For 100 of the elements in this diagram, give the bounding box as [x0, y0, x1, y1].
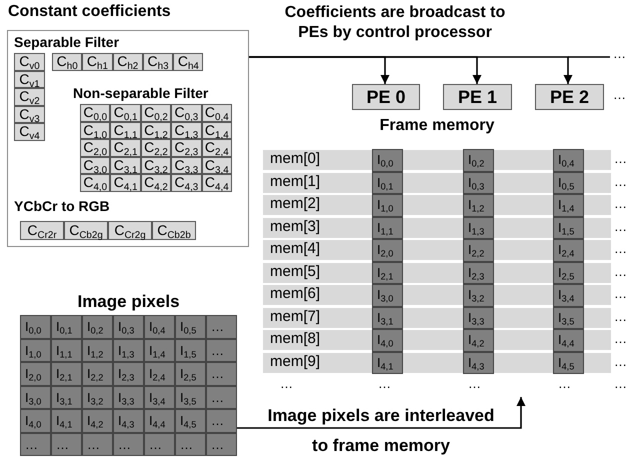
coefficient-cell: C$_{0,4}$	[202, 104, 232, 122]
coefficient-cell: C$_{0,2}$	[140, 104, 172, 122]
pixel-cell: I$_{2,1}$	[51, 362, 82, 386]
pixel-cell: …	[144, 432, 175, 456]
pixel-cell: I$_{1,2}$	[82, 338, 113, 362]
memory-address: mem[2]	[270, 195, 322, 214]
coefficient-cell: C$_{3,3}$	[171, 156, 202, 174]
pixel-cell: I$_{4,0}$	[372, 329, 403, 352]
pixel-cell: I$_{1,4}$	[144, 338, 175, 362]
table-heading: Frame memory	[378, 116, 496, 135]
pixel-cell: I$_{4,3}$	[463, 352, 494, 374]
coefficient-cell: C$_{h2}$	[112, 53, 143, 71]
continuation-dots: …	[558, 376, 572, 393]
continuation-dots: …	[614, 195, 628, 213]
processing-element-box: PE 0	[352, 84, 420, 110]
continuation-dots: …	[614, 172, 628, 190]
pixel-cell: I$_{0,3}$	[463, 172, 494, 194]
continuation-dots: …	[614, 218, 628, 236]
pixel-cell: …	[206, 362, 237, 386]
continuation-dots: …	[614, 262, 628, 280]
section-heading: YCbCr to RGB	[14, 198, 110, 215]
pixel-cell: I$_{1,5}$	[175, 338, 206, 362]
pixel-cell: I$_{0,5}$	[553, 172, 584, 194]
section-heading: Separable Filter	[14, 34, 120, 51]
processing-element-box: PE 1	[443, 84, 512, 110]
coefficient-cell: C$_{3,0}$	[80, 156, 110, 174]
pixel-cell: I$_{0,2}$	[82, 315, 113, 338]
pixel-cell: I$_{1,4}$	[553, 194, 584, 216]
pixel-cell: I$_{0,0}$	[372, 149, 403, 172]
coefficient-cell: C$_{3,1}$	[110, 156, 141, 174]
pixel-cell: …	[175, 432, 206, 456]
continuation-dots: …	[613, 46, 627, 63]
memory-address: mem[8]	[270, 330, 322, 349]
pixel-cell: …	[20, 432, 51, 456]
pixel-cell: I$_{1,1}$	[51, 338, 82, 362]
memory-address: mem[6]	[270, 285, 322, 304]
coefficient-cell: C$_{Cb2b}$	[152, 221, 196, 240]
pixel-cell: I$_{2,1}$	[372, 262, 403, 284]
continuation-dots: …	[378, 376, 392, 393]
coefficient-cell: C$_{v2}$	[14, 88, 45, 106]
pixel-cell: I$_{1,0}$	[372, 194, 403, 216]
continuation-dots: …	[614, 308, 628, 326]
pixel-cell: I$_{2,3}$	[463, 262, 494, 284]
pixel-cell: I$_{4,4}$	[144, 409, 175, 432]
pixel-cell: I$_{3,1}$	[372, 306, 403, 329]
pixel-cell: …	[51, 432, 82, 456]
memory-address: mem[7]	[270, 308, 322, 326]
pixel-cell: I$_{4,1}$	[51, 409, 82, 432]
continuation-dots: …	[614, 376, 628, 393]
coefficient-cell: C$_{4,3}$	[171, 174, 202, 192]
continuation-dots: …	[614, 240, 628, 258]
memory-address: mem[3]	[270, 218, 322, 236]
coefficient-cell: C$_{1,0}$	[80, 122, 110, 140]
coefficient-cell: C$_{2,0}$	[80, 139, 110, 157]
coefficient-cell: C$_{Cr2g}$	[108, 221, 152, 240]
pixel-cell: I$_{3,3}$	[113, 386, 144, 409]
pixel-cell: I$_{3,5}$	[553, 306, 584, 329]
coefficient-cell: C$_{4,2}$	[140, 174, 172, 192]
continuation-dots: …	[280, 376, 294, 393]
pixel-cell: I$_{0,3}$	[113, 315, 144, 338]
pixel-cell: I$_{4,5}$	[175, 409, 206, 432]
grid-heading: Image pixels	[76, 291, 181, 312]
pixel-cell: …	[206, 315, 237, 338]
pixel-cell: I$_{2,0}$	[372, 239, 403, 262]
coefficient-cell: C$_{2,4}$	[202, 139, 232, 157]
pixel-cell: I$_{0,2}$	[463, 149, 494, 172]
coefficient-cell: C$_{h0}$	[52, 53, 82, 71]
memory-address: mem[1]	[270, 172, 322, 192]
pixel-cell: I$_{0,1}$	[51, 315, 82, 338]
coefficient-cell: C$_{v3}$	[14, 106, 45, 124]
coefficient-cell: C$_{2,2}$	[140, 139, 172, 157]
coefficient-cell: C$_{4,4}$	[202, 174, 232, 192]
memory-address: mem[4]	[270, 240, 322, 259]
processing-element-box: PE 2	[535, 84, 604, 110]
continuation-dots: …	[614, 285, 628, 303]
section-heading: Non-separable Filter	[73, 85, 208, 102]
coefficient-cell: C$_{0,0}$	[80, 104, 110, 122]
pixel-cell: I$_{1,3}$	[113, 338, 144, 362]
coefficient-cell: C$_{0,3}$	[171, 104, 202, 122]
pixel-cell: I$_{1,0}$	[20, 338, 51, 362]
coefficient-cell: C$_{2,1}$	[110, 139, 141, 157]
pixel-cell: I$_{0,5}$	[175, 315, 206, 338]
pixel-cell: I$_{2,0}$	[20, 362, 51, 386]
pixel-cell: I$_{3,0}$	[20, 386, 51, 409]
pixel-cell: I$_{0,1}$	[372, 172, 403, 194]
coefficient-cell: C$_{1,2}$	[140, 122, 172, 140]
pixel-cell: I$_{3,4}$	[553, 284, 584, 306]
coefficient-cell: C$_{0,1}$	[110, 104, 141, 122]
pixel-cell: I$_{0,4}$	[553, 149, 584, 172]
pixel-cell: …	[206, 338, 237, 362]
pixel-cell: I$_{2,5}$	[553, 262, 584, 284]
pixel-cell: I$_{4,2}$	[82, 409, 113, 432]
pixel-cell: I$_{2,5}$	[175, 362, 206, 386]
coefficient-cell: C$_{v4}$	[14, 123, 45, 141]
pixel-cell: …	[113, 432, 144, 456]
continuation-dots: …	[468, 376, 482, 393]
arrow	[249, 56, 572, 84]
pixel-cell: I$_{4,1}$	[372, 352, 403, 374]
pixel-cell: I$_{2,4}$	[144, 362, 175, 386]
coefficient-cell: C$_{2,3}$	[171, 139, 202, 157]
